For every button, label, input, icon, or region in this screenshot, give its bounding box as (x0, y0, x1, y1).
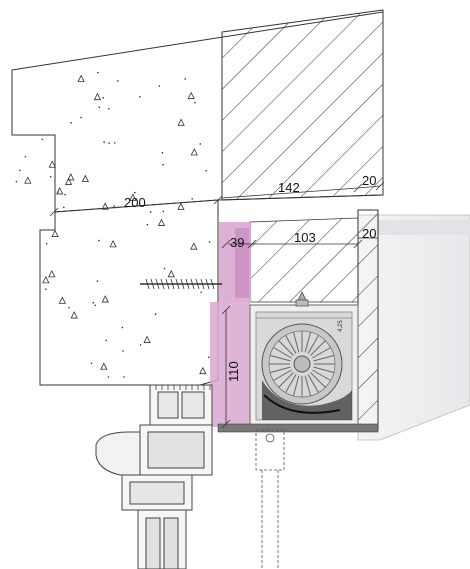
box-base (217, 423, 379, 433)
dimension-20-side: 20 (362, 226, 376, 241)
dimension-110: 110 (226, 361, 241, 382)
roller-drum (261, 323, 352, 420)
dimension-103: 103 (294, 230, 316, 245)
concrete-texture (15, 71, 211, 378)
insulation (210, 222, 251, 427)
concrete-wall (39, 199, 219, 386)
box-label: 4,25 (338, 320, 344, 332)
shutter-box-panel (357, 214, 470, 441)
window-frame-profile (95, 384, 213, 569)
masonry-block-lower (249, 209, 379, 431)
dimension-lines (49, 181, 385, 429)
dimension-20-top: 20 (362, 173, 376, 188)
dimension-142: 142 (278, 180, 300, 195)
frame-detail (149, 385, 211, 390)
dimension-39: 39 (230, 235, 244, 250)
anchor-screw (140, 278, 222, 290)
dimension-200: 200 (124, 195, 146, 210)
guide-rail (255, 429, 285, 569)
masonry-block-upper (221, 9, 384, 201)
top-fixing-bracket (295, 291, 309, 307)
